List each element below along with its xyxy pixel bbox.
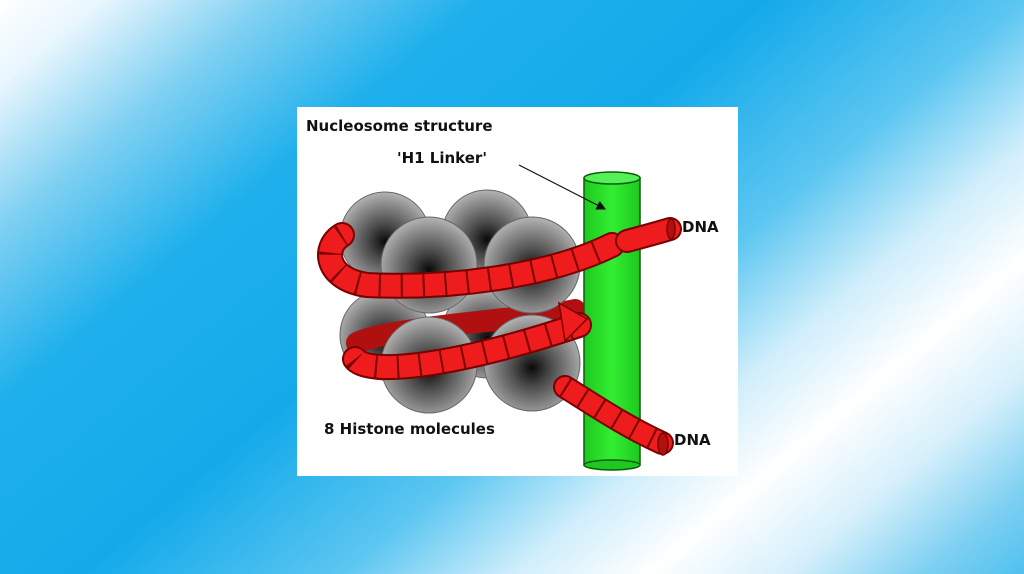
dna-bottom-label: DNA (674, 431, 711, 449)
histone-count-label: 8 Histone molecules (324, 420, 495, 438)
dna-top-exit (615, 217, 682, 253)
dna-back-segment (346, 299, 586, 354)
linker-pointer-arrow (518, 164, 607, 210)
dna-upper-wrap (317, 222, 625, 299)
nucleosome-figure: Nucleosome structure 'H1 Linker' DNA DNA… (297, 107, 738, 476)
figure-title: Nucleosome structure (306, 117, 493, 135)
h1-linker-label: 'H1 Linker' (397, 149, 487, 167)
dna-bottom-exit (553, 375, 674, 456)
nucleosome-diagram (317, 164, 682, 471)
dna-lower-wrap (342, 301, 592, 381)
dna-top-label: DNA (682, 218, 719, 236)
